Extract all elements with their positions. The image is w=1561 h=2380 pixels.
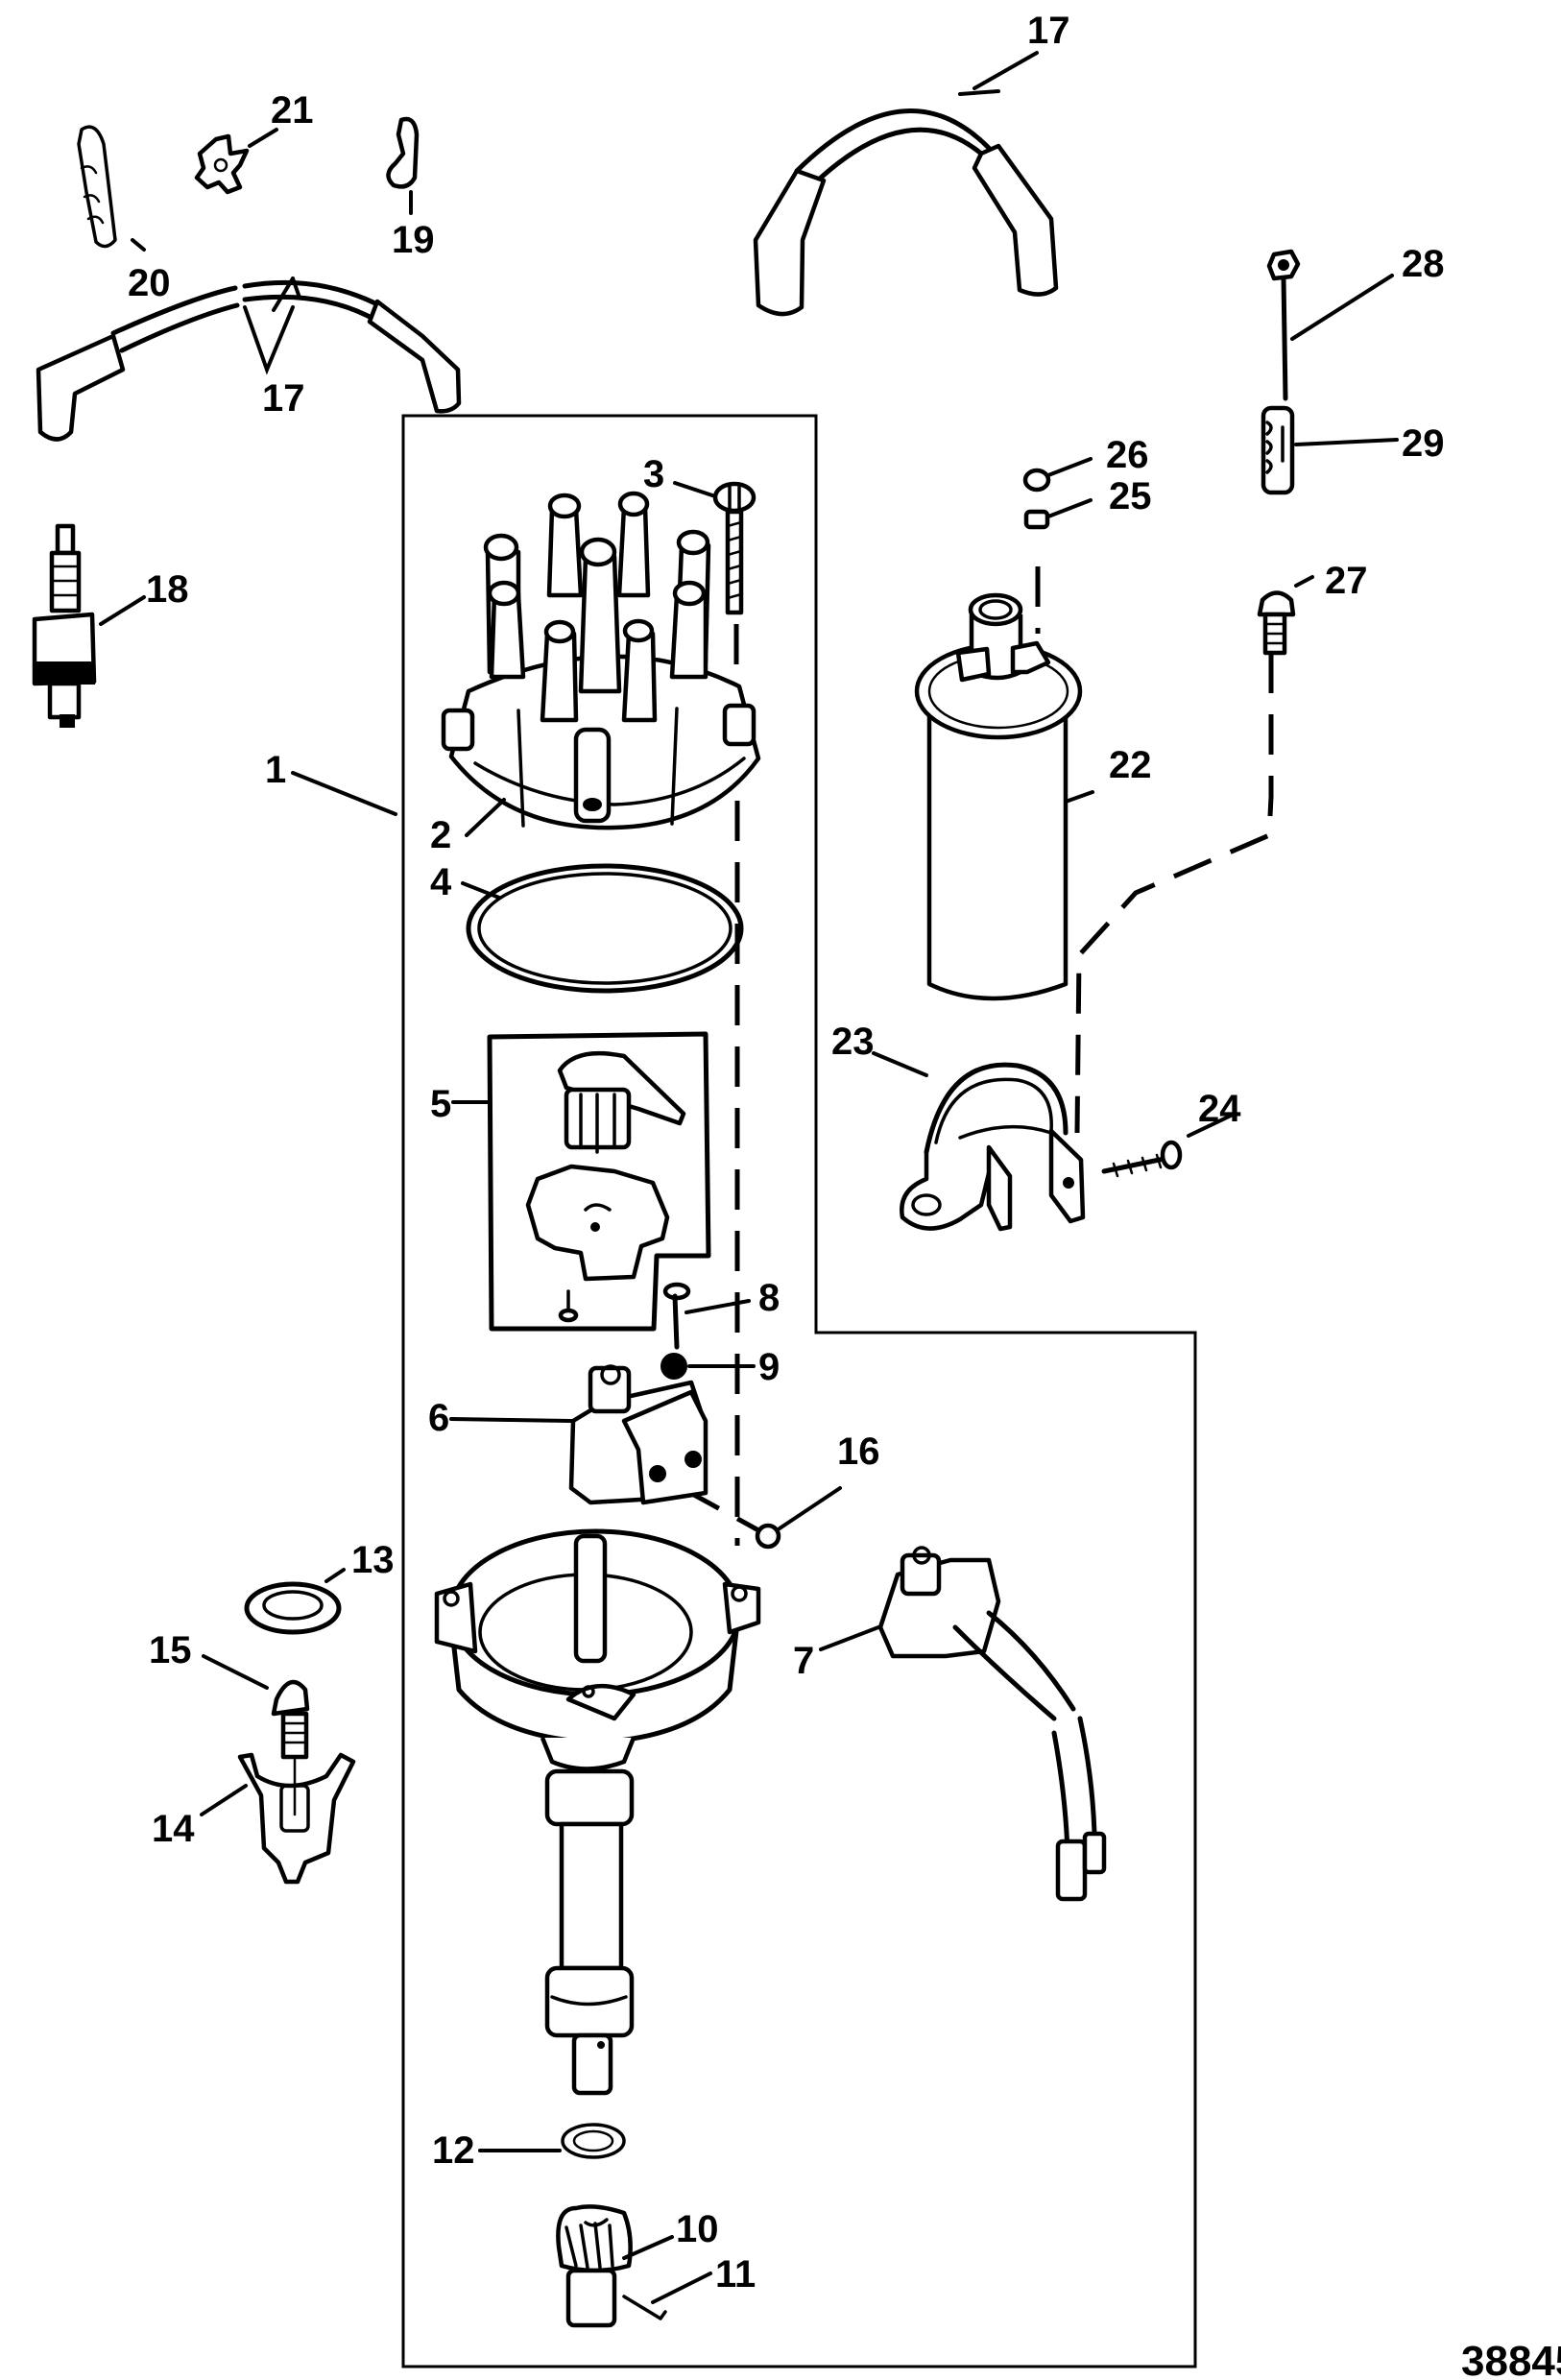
callout-24: 24 [1198,1088,1241,1130]
distributor-cap [441,491,761,830]
hold-down-clamp [237,1752,356,1885]
ignition-module-harness [877,1546,1107,1902]
callout-17-top: 17 [1027,10,1070,52]
callout-4: 4 [430,861,452,903]
spark-plug-wire-arch [753,108,1059,317]
callout-23: 23 [831,1021,875,1063]
callout-9: 9 [758,1346,780,1388]
figure-number: 38845 [1461,2338,1561,2380]
spark-plug [32,523,97,728]
callout-3: 3 [643,453,664,495]
spark-plug-wire-left [36,279,462,442]
nut-26 [1022,468,1051,493]
bolt-27 [1257,590,1296,656]
alignment-line-bolt-27 [1074,653,1274,1134]
grommet-9 [660,1353,687,1380]
wire-bracket [1261,405,1295,495]
rotor [557,1050,686,1154]
callout-5: 5 [430,1083,451,1125]
ignition-coil [914,592,1083,1001]
bolt-15 [271,1679,310,1760]
cap-screw [712,481,756,615]
wire-clip [386,116,420,189]
rotor-screw [558,1289,579,1323]
callout-11: 11 [715,2253,756,2296]
callout-29: 29 [1402,422,1445,465]
callout-7: 7 [793,1640,814,1682]
callout-2: 2 [430,814,451,856]
callout-20: 20 [128,262,171,304]
callout-10: 10 [676,2208,719,2250]
wire-retainer [194,133,250,195]
callout-25: 25 [1109,475,1152,517]
ignition-module [568,1364,708,1505]
washer-12 [561,2123,626,2159]
callout-21: 21 [271,89,314,132]
callout-15: 15 [149,1629,192,1671]
drive-gear [556,2204,633,2328]
lockwasher-25 [1023,509,1050,530]
roll-pin [622,2295,667,2320]
callout-leaders [99,51,1399,2304]
distributor-housing [434,1528,761,2096]
reluctor [525,1164,670,1282]
cap-seal-ring [466,863,744,994]
callout-18: 18 [146,568,189,611]
wire-separator [77,125,117,249]
callout-13: 13 [351,1539,395,1581]
callout-16: 16 [837,1430,880,1473]
callout-6: 6 [428,1397,449,1439]
callout-28: 28 [1402,243,1445,285]
screw-8 [662,1282,691,1350]
callout-22: 22 [1109,744,1152,786]
screw-24 [1101,1140,1183,1178]
callout-27: 27 [1325,560,1368,602]
callout-26: 26 [1106,434,1149,476]
callout-1: 1 [265,749,286,791]
callout-labels: 1 2 3 4 5 6 7 8 9 10 11 12 13 14 15 16 1… [128,10,1445,2296]
callout-8: 8 [758,1277,780,1319]
nut-16 [755,1523,781,1550]
callout-19: 19 [392,219,435,261]
callout-17-left: 17 [262,377,305,420]
washer-13 [244,1581,342,1635]
callout-14: 14 [152,1808,195,1850]
callout-12: 12 [432,2129,475,2172]
assembly-1-boundary [401,414,1197,2368]
kit-5-boundary [487,1031,711,1332]
coil-bracket [900,1062,1086,1232]
stud [1266,249,1301,401]
